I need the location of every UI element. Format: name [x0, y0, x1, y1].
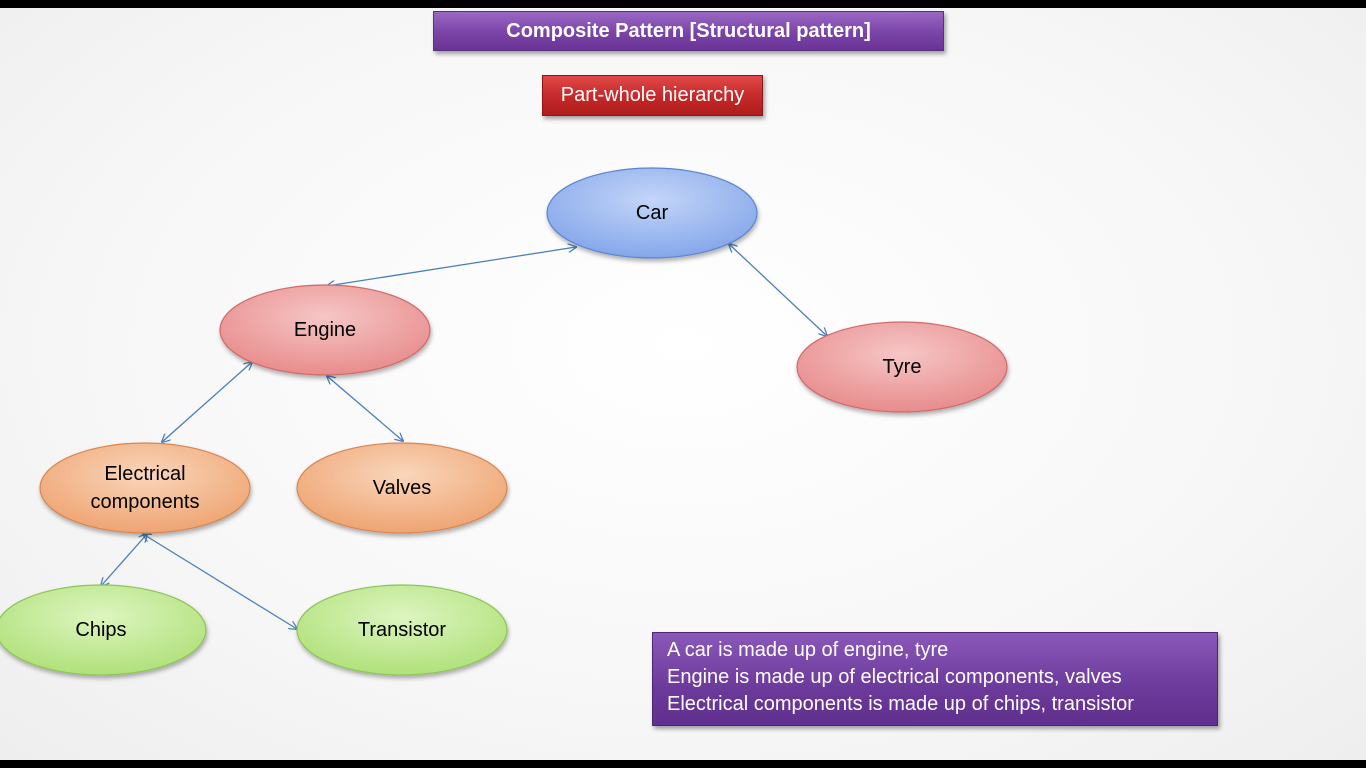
node-tyre: Tyre — [797, 322, 1007, 412]
hierarchy-diagram — [0, 167, 1008, 676]
diagram-subtitle: Part-whole hierarchy — [560, 84, 745, 106]
node-electrical-label-line1: Electrical — [104, 463, 186, 485]
node-valves-label: Valves — [372, 477, 432, 499]
subtitle-banner: Part-whole hierarchy — [542, 75, 763, 116]
connector-electrical-chips — [101, 534, 147, 586]
node-chips-label: Chips — [75, 619, 127, 641]
node-car-label: Car — [635, 202, 669, 224]
node-chips-shape — [0, 584, 207, 676]
connector-electrical-transistor — [143, 534, 297, 629]
explanation-box: A car is made up of engine, tyre Engine … — [652, 632, 1218, 726]
node-engine: Engine — [220, 285, 430, 375]
node-tyre-label: Tyre — [882, 356, 922, 378]
connector-engine-valves — [327, 376, 403, 441]
node-electrical-components: Electrical components — [40, 443, 250, 533]
node-car-shape — [546, 167, 758, 259]
node-engine-label: Engine — [293, 319, 357, 341]
node-chips: Chips — [0, 585, 202, 675]
node-engine-shape — [219, 284, 431, 376]
explanation-line-2: Engine is made up of electrical componen… — [667, 666, 1122, 688]
connector-engine-electrical — [162, 362, 252, 442]
node-valves-shape — [296, 442, 508, 534]
explanation-line-1: A car is made up of engine, tyre — [667, 639, 949, 661]
slide-canvas: Composite Pattern [Structural pattern] P… — [0, 8, 1366, 760]
title-banner: Composite Pattern [Structural pattern] — [433, 11, 944, 51]
node-transistor: Transistor — [297, 585, 507, 675]
node-electrical-shape — [39, 442, 251, 534]
connector-car-engine — [327, 247, 576, 286]
node-valves: Valves — [297, 443, 507, 533]
node-tyre-shape — [796, 321, 1008, 413]
node-transistor-shape — [296, 584, 508, 676]
diagram-title: Composite Pattern [Structural pattern] — [506, 19, 871, 42]
node-transistor-label: Transistor — [357, 619, 447, 641]
connector-car-tyre — [729, 244, 827, 336]
node-electrical-label-line2: components — [90, 491, 200, 513]
node-car: Car — [547, 168, 757, 258]
explanation-line-3: Electrical components is made up of chip… — [667, 693, 1134, 715]
